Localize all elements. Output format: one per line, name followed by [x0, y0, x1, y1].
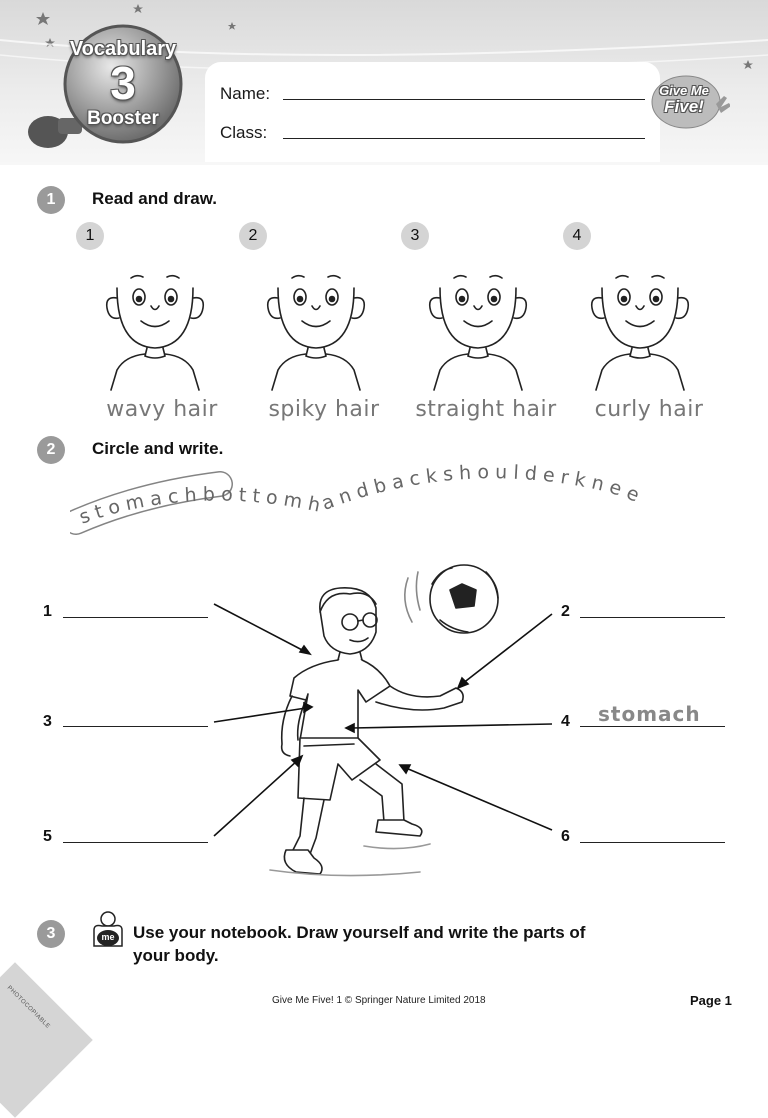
blank-4-number: 4 — [561, 713, 570, 730]
blank-1-field[interactable] — [63, 617, 208, 618]
vocabulary-booster-badge: Vocabulary 3 Booster — [58, 24, 188, 146]
word-snake: stomachbottomhandbackshoulderknee — [70, 462, 648, 535]
activity-1-number: 1 — [37, 186, 65, 214]
activity-2-instruction: Circle and write. — [92, 439, 224, 458]
blank-4-answer: stomach — [598, 702, 701, 726]
hair-label-3: straight hair — [415, 397, 557, 422]
blank-6-field[interactable] — [580, 842, 725, 843]
word-snake-text: stomachbottomhandbackshoulderknee — [76, 462, 648, 529]
activity-3-line-2: your body. — [133, 946, 219, 965]
activity-3-number: 3 — [37, 920, 65, 948]
class-field[interactable] — [283, 138, 645, 139]
blank-3-number: 3 — [43, 713, 52, 730]
activity-2-number: 2 — [37, 436, 65, 464]
copyright-text: Give Me Five! 1 © Springer Nature Limite… — [272, 995, 486, 1006]
me-icon-label: me — [101, 932, 115, 942]
item-4-number: 4 — [563, 222, 591, 250]
blank-2-number: 2 — [561, 603, 570, 620]
blank-5-number: 5 — [43, 828, 52, 845]
blank-5-field[interactable] — [63, 842, 208, 843]
name-class-card — [205, 62, 660, 162]
class-label: Class: — [220, 123, 268, 142]
boy-playing-football-illustration — [213, 564, 553, 877]
activity-3-line-1: Use your notebook. Draw yourself and wri… — [133, 923, 586, 942]
item-3-number: 3 — [401, 222, 429, 250]
activity-1-instruction: Read and draw. — [92, 189, 218, 208]
hair-label-2: spiky hair — [268, 397, 380, 422]
logo-line2: Five! — [664, 97, 704, 116]
hair-label-1: wavy hair — [106, 397, 218, 422]
item-1-number: 1 — [76, 222, 104, 250]
badge-title: Vocabulary — [69, 38, 177, 60]
name-field[interactable] — [283, 99, 645, 100]
blank-1-number: 1 — [43, 603, 52, 620]
blank-6-number: 6 — [561, 828, 570, 845]
photocopiable-corner — [0, 962, 93, 1118]
page-number: Page 1 — [690, 993, 732, 1008]
me-person-icon — [93, 911, 123, 947]
hair-label-4: curly hair — [594, 397, 704, 422]
bald-faces-illustration — [105, 274, 690, 391]
blank-4-field[interactable] — [580, 726, 725, 727]
blank-2-field[interactable] — [580, 617, 725, 618]
blank-3-field[interactable] — [63, 726, 208, 727]
badge-number: 3 — [110, 57, 136, 109]
item-2-number: 2 — [239, 222, 267, 250]
logo-line1: Give Me — [659, 83, 709, 98]
name-label: Name: — [220, 84, 271, 103]
give-me-five-logo: Give Me Five! — [650, 74, 730, 130]
badge-subtitle: Booster — [87, 108, 159, 129]
